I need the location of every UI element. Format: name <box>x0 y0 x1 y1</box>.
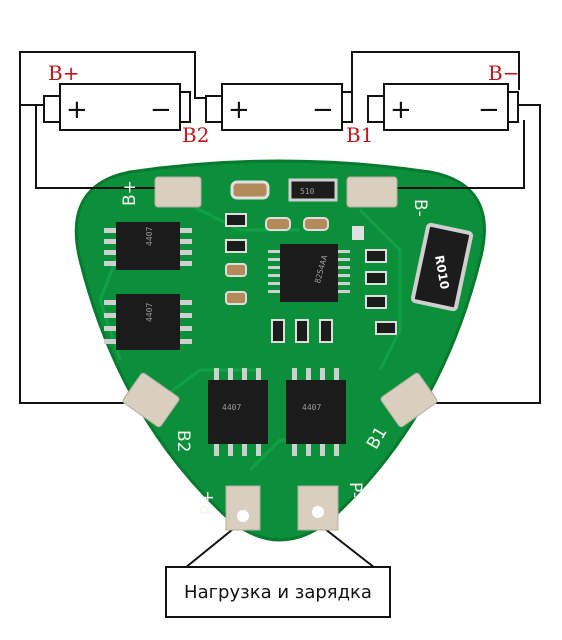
pad-b-minus <box>346 176 398 208</box>
silk-b2: B2 <box>173 430 193 452</box>
wire-b-plus <box>19 51 206 106</box>
silk-b-plus: B+ <box>120 180 140 206</box>
main-ic: 8254AA <box>268 244 350 302</box>
mosfet-left-bottom-label: 4407 <box>145 303 154 322</box>
label-b-plus: B+ <box>48 61 79 85</box>
smd-components <box>225 180 397 343</box>
cell-middle-minus: − <box>312 95 334 125</box>
wire-b-minus <box>430 104 541 404</box>
cell-left-plus: + <box>66 95 88 125</box>
cell-left-minus: − <box>150 95 172 125</box>
wire-p-plus <box>184 524 239 569</box>
silk-p-plus: P+ <box>198 491 218 516</box>
pad-b1 <box>380 372 438 428</box>
battery-cell-left: + − <box>43 83 191 131</box>
pad-b-plus <box>154 176 202 208</box>
top-resistor: 510 <box>288 178 338 202</box>
wires <box>19 51 541 569</box>
mosfet-left-bottom: 4407 <box>104 294 192 350</box>
cell-right-plus: + <box>390 95 412 125</box>
label-b1: B1 <box>346 123 373 147</box>
top-resistor-label: 510 <box>300 187 315 196</box>
wire-bplus-pad <box>35 105 155 189</box>
sense-resistor: R010 <box>410 222 474 312</box>
wire-b1-top <box>351 51 520 98</box>
caption-text: Нагрузка и зарядка <box>184 581 372 603</box>
battery-cell-middle: + − <box>205 83 353 131</box>
mosfet-bottom-right: 4407 <box>286 368 346 456</box>
wire-left-outer <box>19 105 132 404</box>
mosfet-bottom-right-label: 4407 <box>302 403 321 412</box>
pad-b2 <box>122 372 180 428</box>
cell-middle-plus: + <box>228 95 250 125</box>
silk-p-minus: P- <box>345 482 365 498</box>
caption-box: Нагрузка и зарядка <box>165 566 391 618</box>
sense-resistor-label: R010 <box>432 254 452 290</box>
silk-b-minus: B- <box>410 199 430 217</box>
label-b-minus: B− <box>488 61 519 85</box>
pad-p-plus <box>225 485 261 531</box>
cell-right-minus: − <box>478 95 500 125</box>
battery-cell-right: + − <box>367 83 519 131</box>
wire-p-minus <box>319 524 376 569</box>
mosfet-left-top-label: 4407 <box>145 227 154 246</box>
mosfet-left-top: 4407 <box>104 222 192 270</box>
wire-bminus-pad <box>397 120 525 189</box>
mosfet-bottom-left: 4407 <box>208 368 268 456</box>
mosfet-bottom-left-label: 4407 <box>222 403 241 412</box>
label-b2: B2 <box>182 123 209 147</box>
